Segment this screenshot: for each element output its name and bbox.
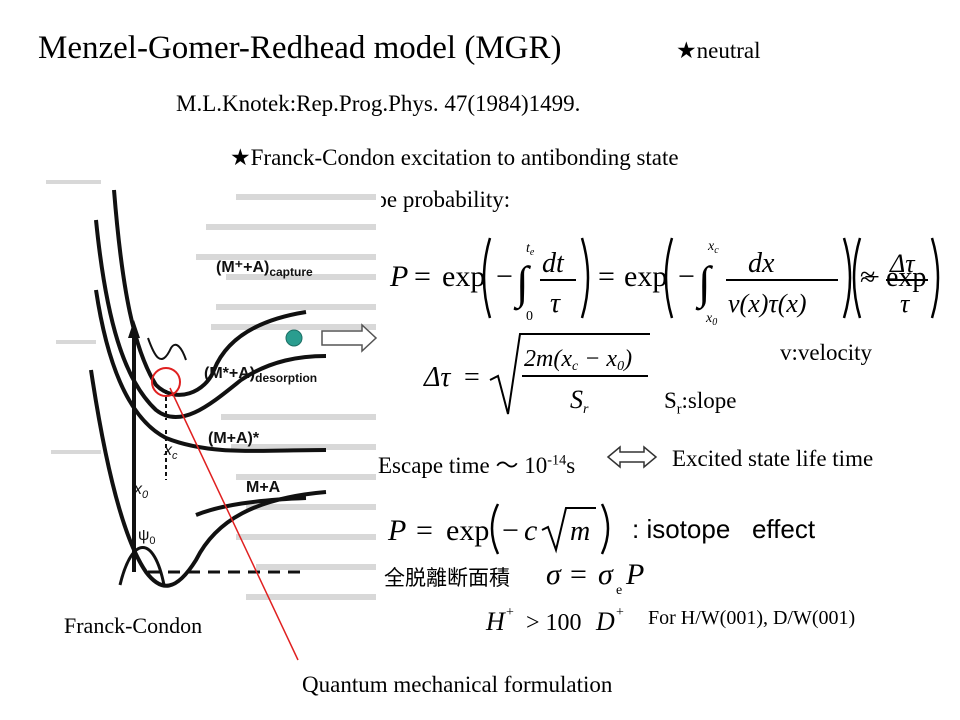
h-vs-d-equation: H + > 100 D + xyxy=(484,600,644,640)
svg-text:=: = xyxy=(570,558,587,591)
svg-text:H: H xyxy=(485,607,506,636)
ma-star-label: (M+A)* xyxy=(208,430,260,447)
isotope-effect-equation: P = exp − c m : isotope effect xyxy=(384,498,834,558)
svg-text:=: = xyxy=(464,362,480,393)
svg-text:τ: τ xyxy=(550,288,561,319)
svg-text:c: c xyxy=(524,514,537,547)
svg-text:te: te xyxy=(526,241,535,258)
for-hw-dw-note: For H/W(001), D/W(001) xyxy=(648,607,856,629)
pointer-line xyxy=(169,387,299,661)
capture-label: (M⁺+A)capture xyxy=(216,259,313,279)
desorption-label: (M*+A)desorption xyxy=(204,365,317,385)
teal-dot xyxy=(285,329,303,347)
svg-text:Δτ: Δτ xyxy=(889,249,916,278)
svg-text:dx: dx xyxy=(748,248,775,279)
quantum-mechanical-note: Quantum mechanical formulation xyxy=(302,672,613,697)
excited-state-lifetime-note: Excited state life time xyxy=(672,446,874,471)
svg-text:exp: exp xyxy=(446,514,489,547)
ma-curve xyxy=(195,496,307,517)
cross-section-equation: σ = σ e P xyxy=(542,552,672,598)
crossing-point-circle xyxy=(151,367,181,397)
x0-label: x0 xyxy=(133,481,149,501)
svg-text:=: = xyxy=(416,514,433,547)
svg-text:≈: ≈ xyxy=(860,262,875,293)
double-arrow xyxy=(606,445,658,469)
svg-text:σ: σ xyxy=(546,558,562,591)
svg-text:dt: dt xyxy=(542,248,565,279)
slope-note: Sr:slope xyxy=(664,388,737,418)
svg-text:Sr: Sr xyxy=(570,385,589,417)
svg-text:−: − xyxy=(502,514,519,547)
svg-text:=: = xyxy=(414,260,431,293)
svg-text:Δτ: Δτ xyxy=(423,362,451,393)
excited-curve xyxy=(94,219,327,420)
svg-text:0: 0 xyxy=(526,309,533,324)
svg-text:−: − xyxy=(496,260,513,293)
svg-text:xc: xc xyxy=(707,239,719,256)
ma-label: M+A xyxy=(246,479,281,496)
svg-text:P: P xyxy=(387,514,406,547)
svg-text:D: D xyxy=(595,607,615,636)
psi0-label: ψ0 xyxy=(138,527,156,547)
svg-text:exp: exp xyxy=(886,262,926,293)
svg-text:e: e xyxy=(616,583,622,598)
total-cross-section-label: 全脱離断面積 xyxy=(384,566,510,590)
svg-text:+: + xyxy=(506,605,514,620)
delta-tau-equation: Δτ = 2m(xc − x0) Sr xyxy=(420,330,660,420)
ion-curve xyxy=(112,189,307,397)
svg-text:x0: x0 xyxy=(705,311,717,328)
svg-text:P: P xyxy=(625,558,644,591)
svg-text:−: − xyxy=(678,260,695,293)
svg-text:exp: exp xyxy=(624,260,667,293)
ground-curve xyxy=(89,369,327,588)
approx-fraction: − Δτ τ xyxy=(852,234,944,324)
hollow-right-arrow xyxy=(321,323,378,353)
franck-condon-excitation-note: ★Franck-Condon excitation to antibonding… xyxy=(230,145,679,170)
reference-citation: M.L.Knotek:Rep.Prog.Phys. 47(1984)1499. xyxy=(176,91,581,116)
svg-text:v(x)τ(x): v(x)τ(x) xyxy=(728,289,807,318)
svg-text:σ: σ xyxy=(598,558,614,591)
neutral-note: ★neutral xyxy=(676,38,761,63)
svg-text:2m(xc − x0): 2m(xc − x0) xyxy=(524,346,632,374)
capture-wave xyxy=(147,337,187,361)
xc-label: xc xyxy=(163,442,178,462)
svg-text:=: = xyxy=(598,260,615,293)
scanned-text-background xyxy=(46,180,376,600)
escape-probability-equation: P = exp − ∫ te 0 dt τ = exp − ∫ xc x0 dx… xyxy=(386,228,946,328)
escape-time-note: Escape time ～ 10-14s xyxy=(378,452,576,478)
potential-energy-diagram: (M⁺+A)capture (M*+A)desorption (M+A)* M+… xyxy=(36,180,381,615)
svg-text:: isotope effect: : isotope effect xyxy=(632,514,816,544)
svg-text:τ: τ xyxy=(900,289,911,318)
svg-text:−: − xyxy=(864,262,880,293)
franck-condon-label: Franck-Condon xyxy=(64,613,203,638)
svg-text:+: + xyxy=(616,605,624,620)
svg-text:> 100: > 100 xyxy=(526,610,582,636)
svg-text:exp: exp xyxy=(442,260,485,293)
velocity-note: v(x)τ(x)v:velocity xyxy=(780,340,872,365)
wavefunction-psi0 xyxy=(118,546,166,586)
excitation-arrowhead xyxy=(128,320,140,338)
svg-text:m: m xyxy=(570,516,590,547)
svg-text:∫: ∫ xyxy=(695,257,713,311)
svg-text:P: P xyxy=(389,260,408,293)
slide-title: Menzel-Gomer-Redhead model (MGR) xyxy=(38,30,562,66)
svg-text:∫: ∫ xyxy=(513,257,531,311)
